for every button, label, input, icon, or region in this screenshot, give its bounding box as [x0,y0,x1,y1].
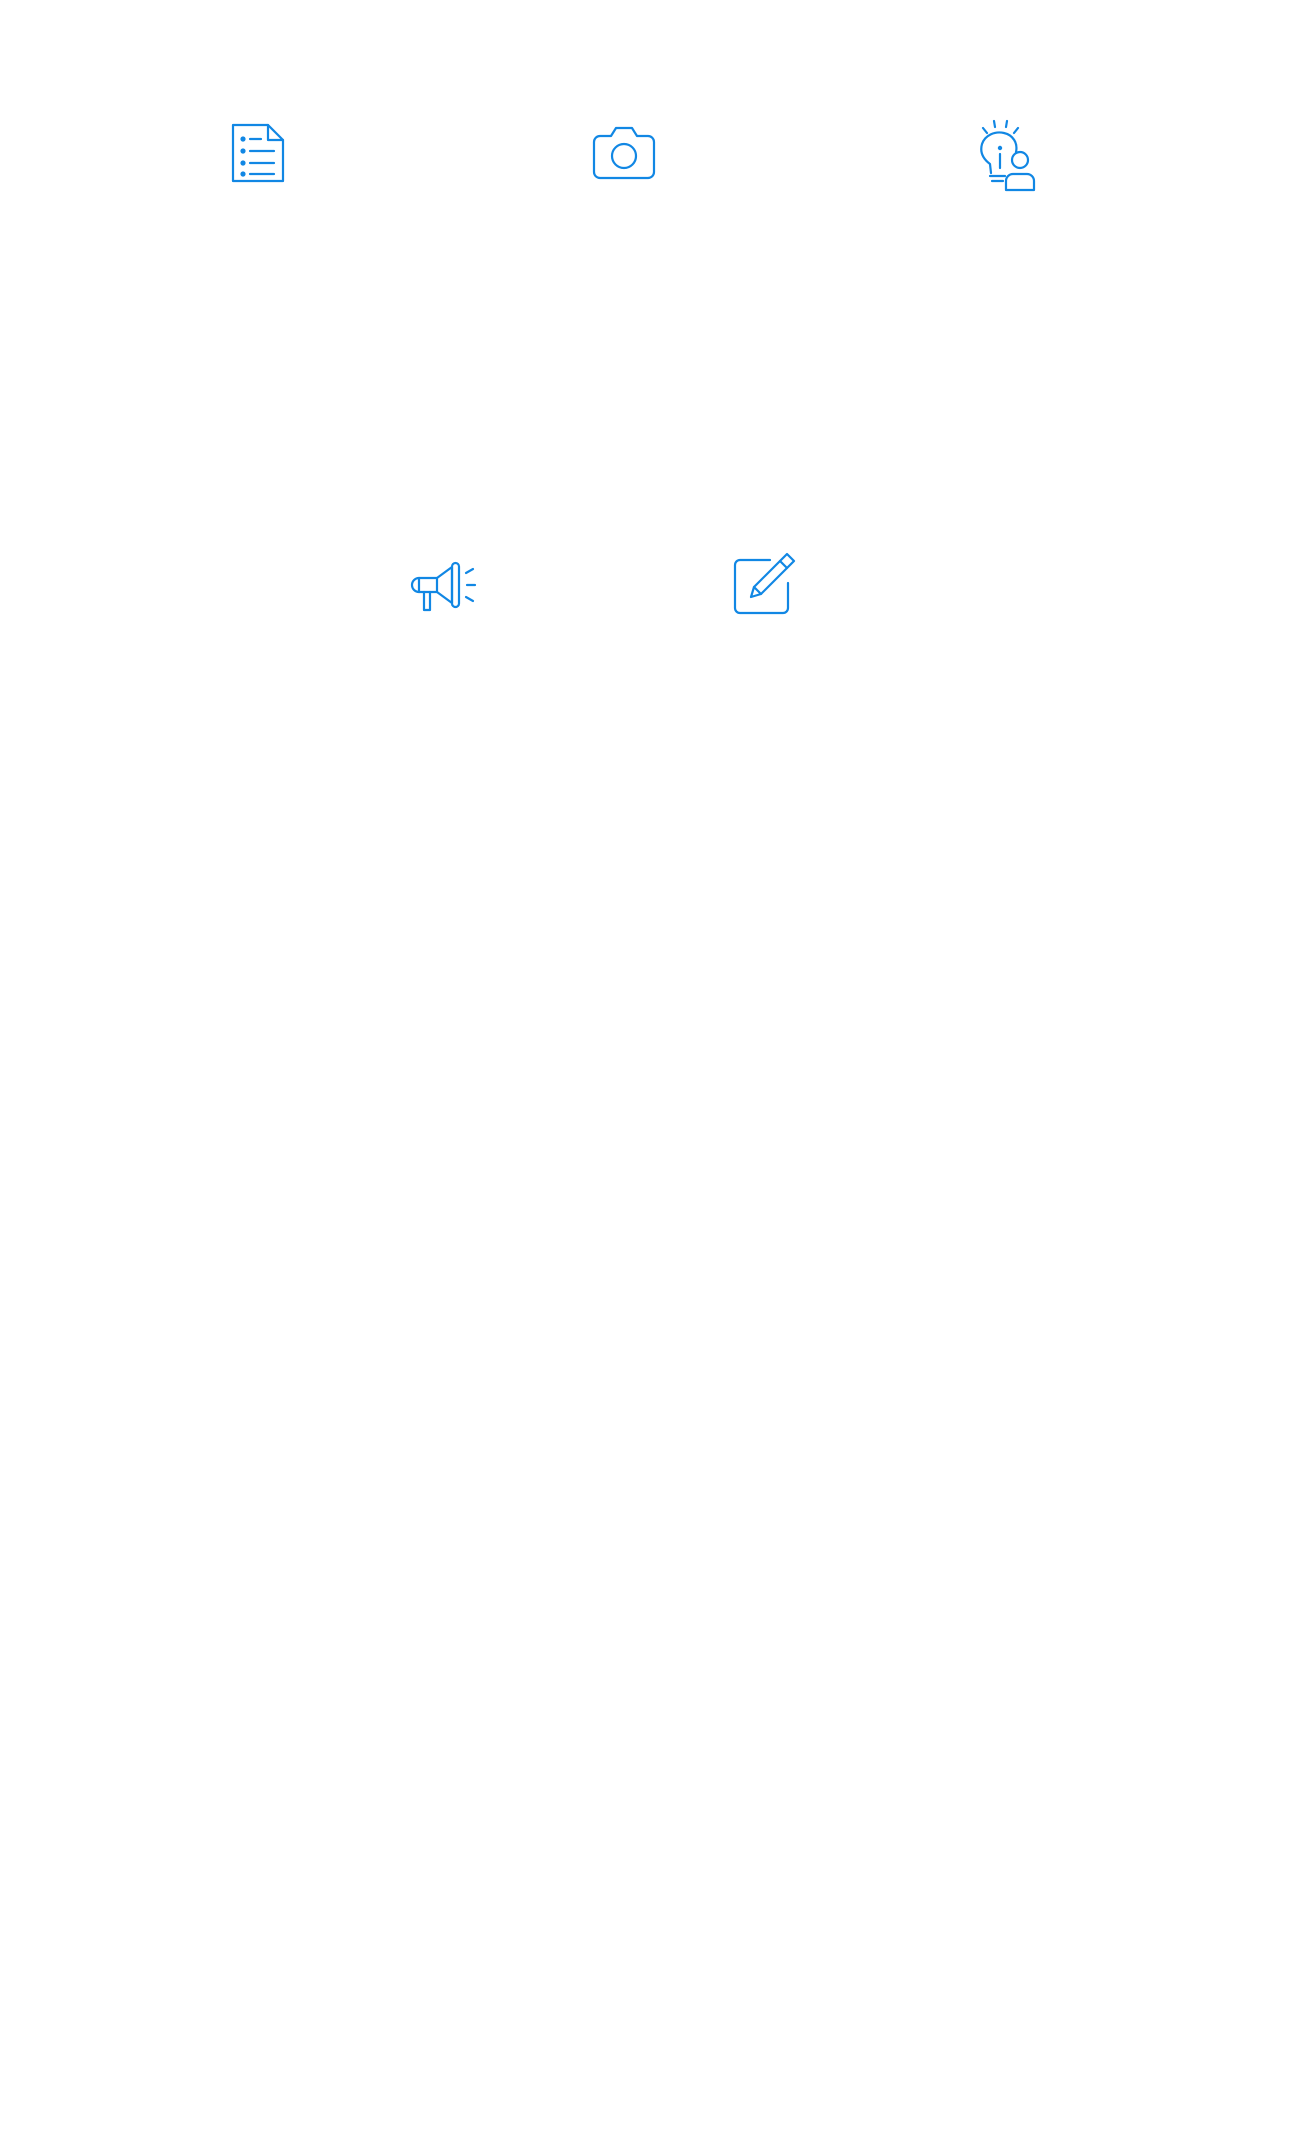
camera-icon[interactable] [592,124,656,180]
edit-icon[interactable] [732,552,796,616]
document-list-icon[interactable] [230,122,286,184]
megaphone-icon[interactable] [410,560,478,614]
idea-person-icon[interactable] [978,118,1044,192]
